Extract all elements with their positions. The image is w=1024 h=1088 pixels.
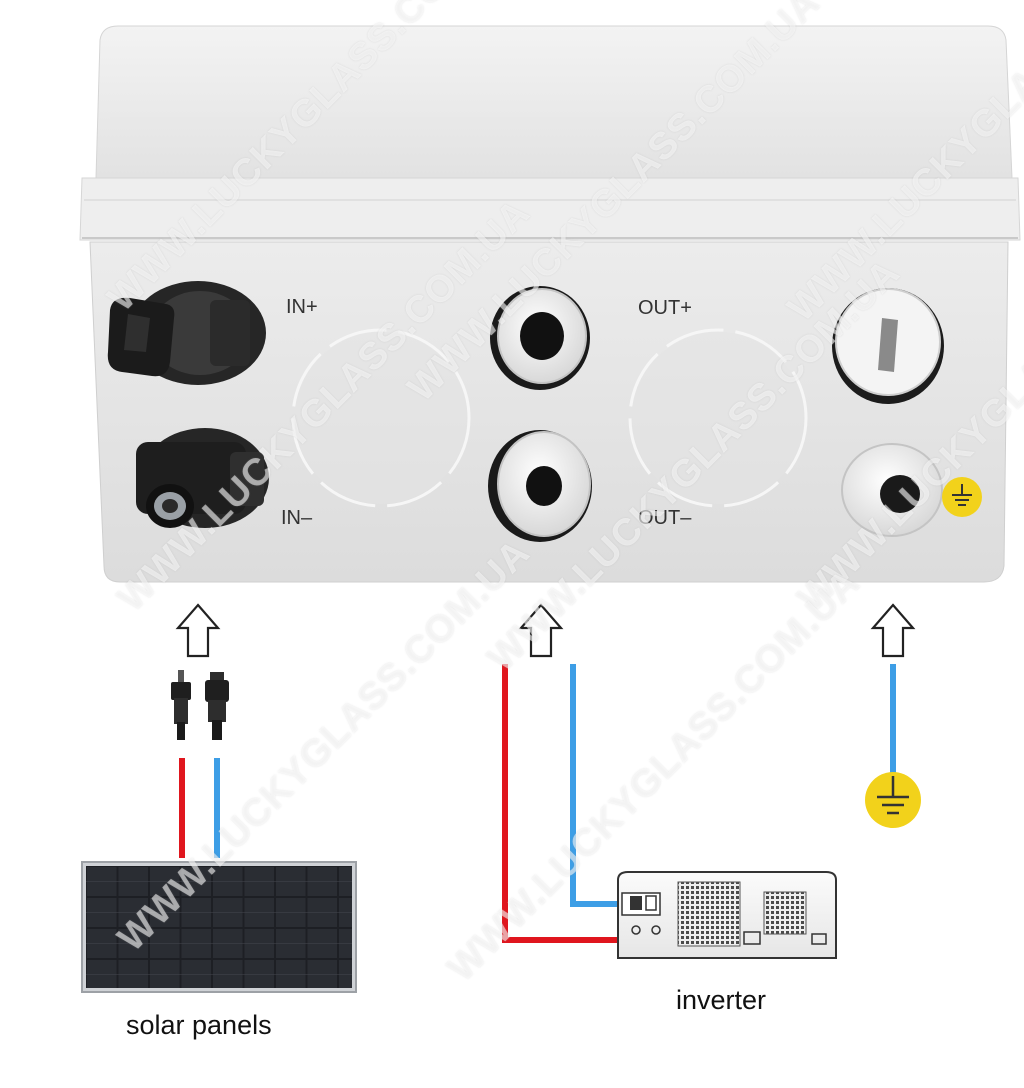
inverter-negative-wire — [570, 664, 622, 907]
label-out-minus: OUT– — [638, 507, 692, 529]
inverter-positive-wire — [502, 664, 622, 943]
blank-plug-icon — [832, 288, 944, 404]
label-in-minus: IN– — [281, 507, 313, 529]
label-out-plus: OUT+ — [638, 297, 692, 319]
up-arrow-icon — [518, 603, 564, 658]
junction-box — [79, 25, 1021, 583]
cable-gland-icon — [841, 443, 943, 537]
label-in-plus: IN+ — [286, 296, 318, 318]
mc4-connector-icon — [107, 281, 266, 385]
cable-gland-icon — [490, 286, 590, 390]
mc4-connector-pair-icon — [171, 670, 229, 740]
mc4-connector-icon — [136, 428, 269, 528]
ground-symbol-icon — [865, 772, 921, 828]
up-arrow-icon — [870, 603, 916, 658]
ground-symbol-icon — [942, 477, 982, 517]
cable-gland-icon — [488, 430, 592, 542]
caption-solar-panels: solar panels — [126, 1010, 272, 1040]
caption-inverter: inverter — [676, 985, 767, 1015]
up-arrow-icon — [175, 603, 221, 658]
inverter-icon — [617, 871, 837, 959]
solar-panel-icon — [81, 861, 357, 993]
